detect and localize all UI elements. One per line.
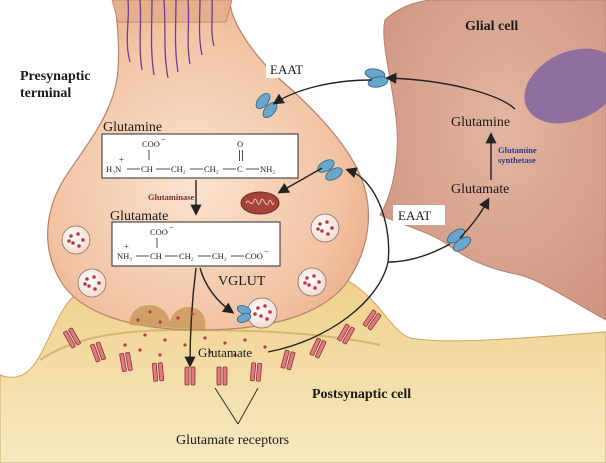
arrow-glutamine-to-presynaptic: [272, 79, 373, 105]
svg-text:−: −: [169, 222, 174, 232]
glutamate-receptor: [337, 323, 355, 345]
mitochondrion: [240, 191, 280, 215]
glutamate-receptor: [216, 366, 228, 386]
cytoskeleton-fibers: [126, 0, 215, 79]
glutamine-structure-box: [101, 133, 299, 179]
synthetase-label-line2: synthetase: [498, 155, 536, 165]
glutamate-receptors-label: Glutamate receptors: [176, 433, 289, 448]
glial-glutamate-label: Glutamate: [451, 182, 509, 197]
glutamate-receptor: [249, 362, 263, 382]
svg-text:COO: COO: [150, 227, 168, 237]
svg-text:NH₃: NH₃: [117, 251, 132, 261]
glutamate-receptor: [151, 362, 165, 382]
svg-text:CH₂: CH₂: [204, 164, 219, 174]
glutamate-structure-box: [111, 221, 281, 267]
glutamate-receptor: [309, 337, 327, 359]
svg-text:−: −: [161, 134, 166, 144]
presynaptic-label-line2: terminal: [20, 86, 71, 101]
eaat-right-bg: [393, 205, 445, 225]
glutamate-receptor: [119, 352, 133, 372]
glial-nucleus: [524, 48, 606, 124]
glutamate-structure: COO − + NH₃ CH CH₂ CH₂ COO −: [117, 222, 269, 261]
glutamate-receptor: [280, 349, 296, 371]
svg-text:CH: CH: [150, 251, 162, 261]
svg-text:CH: CH: [141, 164, 153, 174]
svg-text:+: +: [124, 241, 129, 251]
glutamine-structure: COO − + H₃N CH CH₂ CH₂ C O NH₂: [106, 134, 275, 174]
glutaminase-label: Glutaminase: [148, 192, 195, 202]
eaat-top-label: EAAT: [270, 62, 303, 77]
vglut-label: VGLUT: [218, 274, 266, 289]
glutamate-receptor: [362, 309, 382, 331]
arrow-cleft-to-presynaptic-eaat: [267, 167, 390, 353]
svg-text:O: O: [237, 139, 243, 149]
eaat-transporter-glial-top: [364, 68, 389, 88]
svg-text:NH₂: NH₂: [260, 164, 275, 174]
arrow-glutamate-into-glia: [459, 197, 490, 239]
vesicles: [61, 213, 340, 329]
svg-text:C: C: [237, 164, 243, 174]
svg-text:CH₂: CH₂: [212, 251, 227, 261]
svg-text:CH₂: CH₂: [179, 251, 194, 261]
svg-text:CH₂: CH₂: [171, 164, 186, 174]
glutamate-receptors: [63, 309, 382, 386]
vglut-transporter: [236, 305, 252, 323]
svg-text:COO: COO: [245, 251, 263, 261]
eaat-transporter-glial-bottom: [446, 228, 472, 252]
glial-cell: [379, 0, 606, 321]
vesicle: [297, 267, 327, 297]
glial-cell-label: Glial cell: [465, 19, 518, 34]
eaat-transporter-presynaptic: [255, 92, 278, 119]
arrow-to-mitochondrion: [277, 167, 323, 194]
glutamate-label: Glutamate: [110, 209, 168, 224]
synthetase-label-line1: Glutamine: [498, 145, 537, 155]
receptor-pointer-lines: [214, 387, 259, 425]
glutamate-receptor: [90, 341, 106, 363]
cleft-glutamate-label: Glutamate: [198, 345, 252, 360]
arrow-glial-glutamine-out: [385, 72, 516, 110]
eaat-right-label: EAAT: [398, 208, 431, 223]
glutamate-receptor: [184, 366, 196, 386]
svg-text:COO: COO: [142, 139, 160, 149]
postsynaptic-label: Postsynaptic cell: [312, 387, 411, 402]
presynaptic-label-line1: Presynaptic: [20, 69, 91, 84]
vesicle: [77, 268, 107, 298]
arrow-cleft-to-glia: [387, 243, 451, 263]
svg-text:−: −: [264, 246, 269, 256]
glutamine-label: Glutamine: [103, 120, 162, 135]
vesicle: [61, 225, 91, 255]
axon-top: [111, 0, 233, 23]
glutamate-receptor: [63, 327, 81, 349]
vesicle-vglut: [246, 297, 278, 329]
cleft-glutamate-dots: [123, 310, 267, 357]
eaat-top-bg: [266, 60, 312, 78]
svg-text:H₃N: H₃N: [106, 164, 121, 174]
vesicle: [310, 213, 340, 243]
svg-text:+: +: [119, 154, 124, 164]
arrow-to-vglut: [199, 267, 235, 314]
glial-glutamine-label: Glutamine: [451, 115, 510, 130]
